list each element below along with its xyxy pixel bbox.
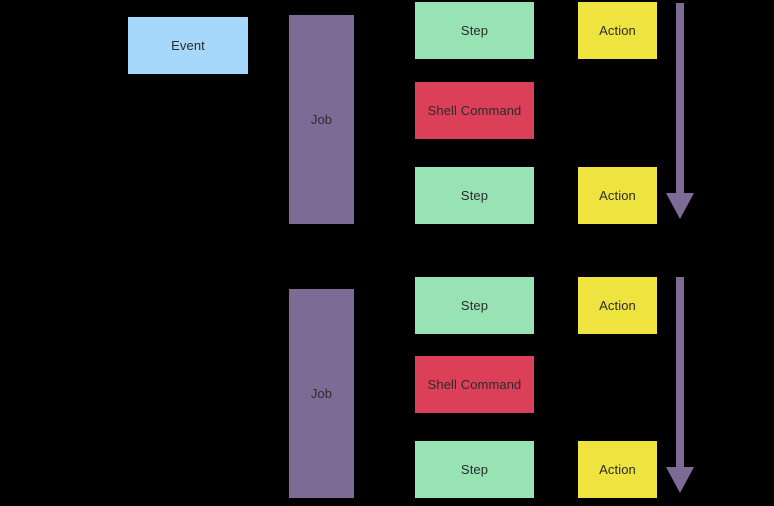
node-action-4: Action bbox=[578, 441, 657, 498]
node-label: Job bbox=[310, 385, 333, 401]
node-label: Step bbox=[460, 461, 489, 477]
node-step-1: Step bbox=[415, 2, 534, 59]
node-job-1: Job bbox=[289, 15, 354, 224]
node-shell-2: Shell Command bbox=[415, 356, 534, 413]
node-label: Step bbox=[460, 297, 489, 313]
node-label: Action bbox=[599, 187, 636, 203]
node-label: Shell Command bbox=[427, 376, 522, 392]
node-action-3: Action bbox=[578, 277, 657, 334]
node-label: Action bbox=[599, 22, 636, 38]
node-step-3: Step bbox=[415, 277, 534, 334]
node-step-2: Step bbox=[415, 167, 534, 224]
down-arrow-icon bbox=[666, 277, 694, 493]
node-label: Step bbox=[460, 22, 489, 38]
node-step-4: Step bbox=[415, 441, 534, 498]
node-label: Action bbox=[599, 297, 636, 313]
node-job-2: Job bbox=[289, 289, 354, 498]
node-action-1: Action bbox=[578, 2, 657, 59]
node-event-1: Event bbox=[128, 17, 248, 74]
node-action-2: Action bbox=[578, 167, 657, 224]
node-shell-1: Shell Command bbox=[415, 82, 534, 139]
node-label: Action bbox=[599, 461, 636, 477]
node-label: Event bbox=[171, 37, 205, 53]
node-label: Job bbox=[310, 111, 333, 127]
node-label: Shell Command bbox=[427, 102, 522, 118]
down-arrow-icon bbox=[666, 3, 694, 219]
node-label: Step bbox=[460, 187, 489, 203]
